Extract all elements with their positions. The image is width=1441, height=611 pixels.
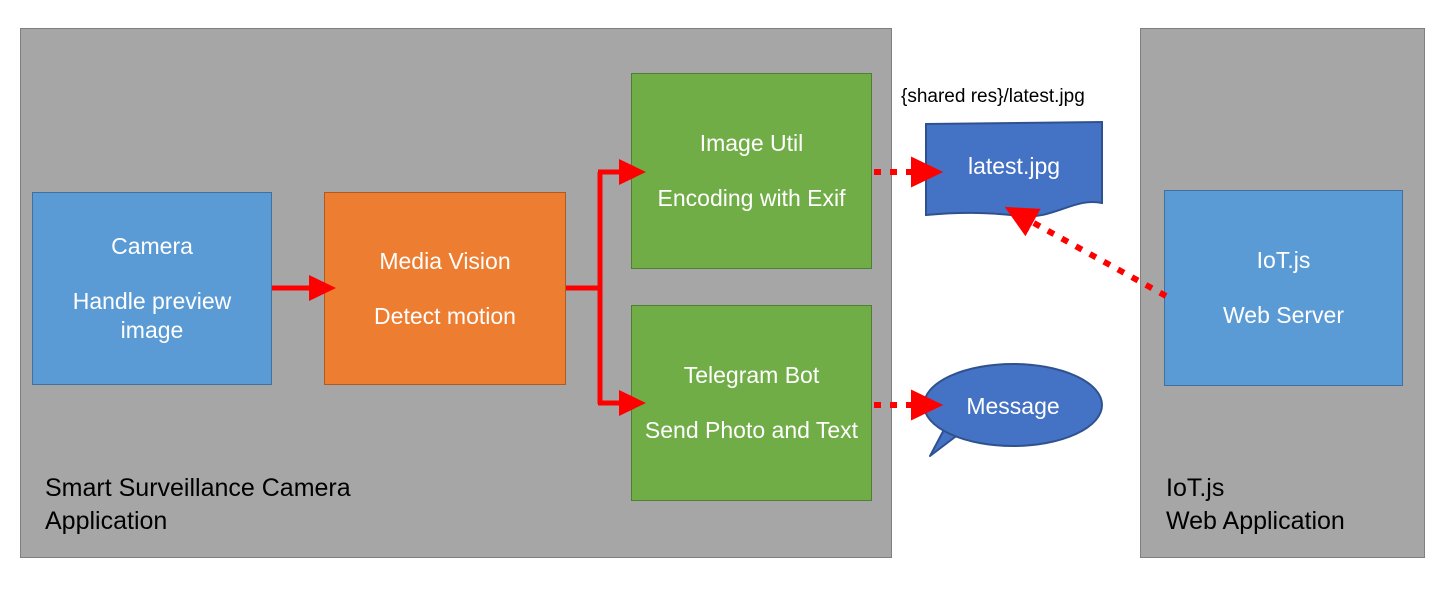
- edge-label-shared-res-latest-jpg: {shared res}/latest.jpg: [901, 86, 1085, 107]
- node-media-vision[interactable]: Media Vision Detect motion: [324, 192, 566, 385]
- node-iotjs-subtitle: Web Server: [1222, 302, 1344, 328]
- panel-iotjs-web-application-label: IoT.js Web Application: [1166, 474, 1345, 535]
- node-camera-subtitle: Handle preview image: [72, 288, 232, 343]
- node-media-vision-title: Media Vision: [379, 247, 511, 274]
- node-media-vision-subtitle: Detect motion: [374, 302, 516, 329]
- artifact-latest-jpg[interactable]: latest.jpg: [924, 120, 1104, 220]
- artifact-message[interactable]: Message: [922, 362, 1104, 458]
- node-telegram-bot-subtitle: Send Photo and Text: [644, 417, 859, 443]
- node-camera[interactable]: Camera Handle preview image: [32, 192, 272, 385]
- document-shape-icon: [925, 120, 1103, 218]
- node-telegram-bot[interactable]: Telegram Bot Send Photo and Text: [631, 305, 872, 501]
- panel-smart-surveillance-camera-label: Smart Surveillance Camera Application: [45, 474, 351, 535]
- node-camera-title: Camera: [111, 233, 193, 259]
- node-iotjs-title: IoT.js: [1256, 247, 1311, 273]
- node-image-util-title: Image Util: [699, 130, 804, 156]
- node-image-util[interactable]: Image Util Encoding with Exif: [631, 73, 872, 269]
- node-image-util-subtitle: Encoding with Exif: [657, 185, 846, 211]
- node-iotjs[interactable]: IoT.js Web Server: [1164, 190, 1403, 386]
- node-telegram-bot-title: Telegram Bot: [683, 362, 820, 388]
- speech-bubble-icon: [923, 363, 1103, 457]
